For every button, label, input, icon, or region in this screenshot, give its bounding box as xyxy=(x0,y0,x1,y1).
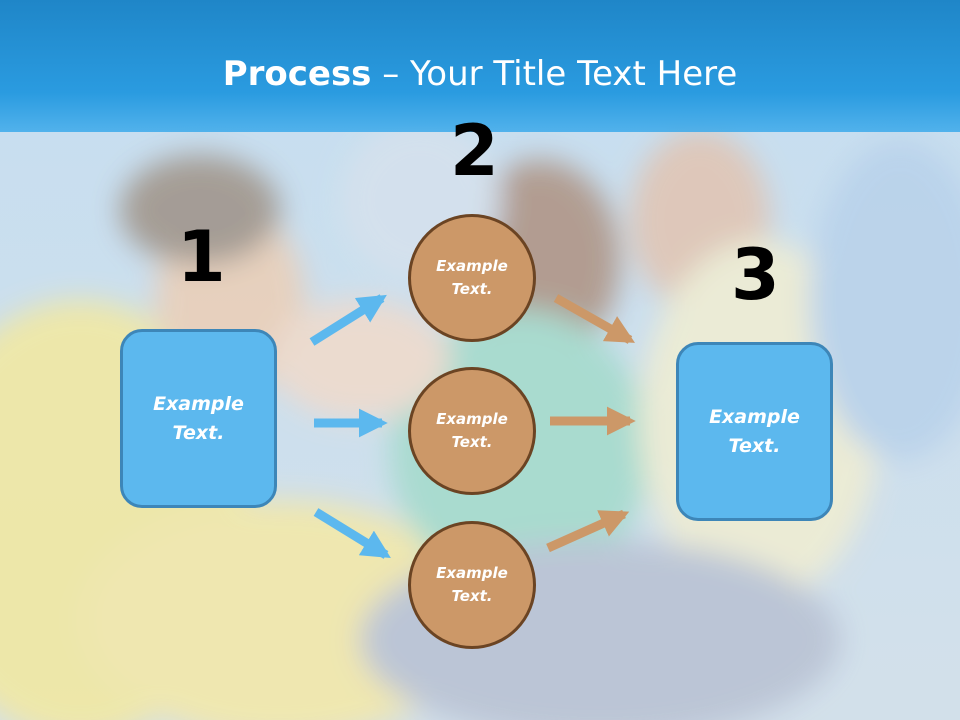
end-box: Example Text. xyxy=(676,342,833,521)
slide-title: Process – Your Title Text Here xyxy=(0,52,960,96)
title-bold: Process xyxy=(222,54,372,94)
title-bar xyxy=(0,0,960,132)
title-rest: – Your Title Text Here xyxy=(371,54,738,94)
start-box: Example Text. xyxy=(120,329,277,508)
circle-middle: Example Text. xyxy=(408,367,536,495)
circle-top: Example Text. xyxy=(408,214,536,342)
step-number-3: 3 xyxy=(731,234,780,316)
step-number-2: 2 xyxy=(450,110,499,192)
circle-bottom: Example Text. xyxy=(408,521,536,649)
step-number-1: 1 xyxy=(177,216,226,298)
